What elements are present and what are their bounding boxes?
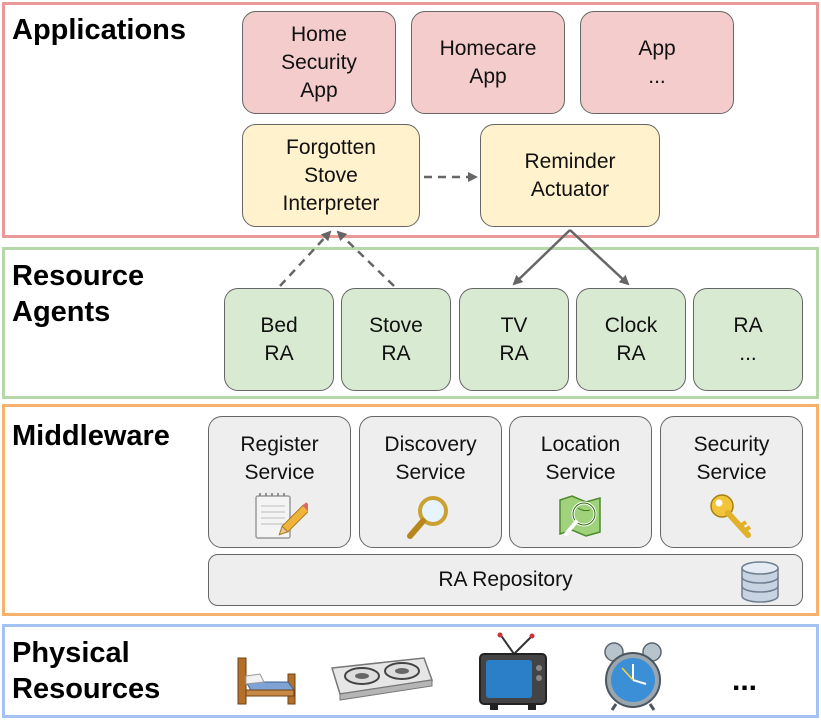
ra-more-box: RA ... (693, 288, 803, 391)
bed-ra-box: Bed RA (224, 288, 334, 391)
key-icon (710, 494, 752, 538)
bed-icon (237, 657, 296, 705)
applications-layer (2, 2, 819, 238)
ra-repository-box: RA Repository (208, 554, 803, 606)
middleware-title: Middleware (12, 420, 170, 452)
clock-ra-box: Clock RA (576, 288, 686, 391)
map-icon (559, 495, 601, 537)
middleware-layer (2, 404, 819, 616)
register-service-box: Register Service (208, 416, 351, 548)
physical-resources-layer (2, 624, 819, 718)
stove-ra-box: Stove RA (341, 288, 451, 391)
magnifier-icon (407, 496, 448, 539)
home-security-app-box: Home Security App (242, 11, 396, 114)
physical-resources-more: ... (732, 664, 758, 697)
tv-ra-box: TV RA (459, 288, 569, 391)
discovery-service-box: Discovery Service (359, 416, 502, 548)
alarm-clock-icon (604, 642, 662, 711)
resource-agents-layer (2, 247, 819, 399)
homecare-app-box: Homecare App (411, 11, 565, 114)
tv-icon (479, 632, 547, 710)
reminder-actuator-box: Reminder Actuator (480, 124, 660, 227)
security-service-box: Security Service (660, 416, 803, 548)
location-service-box: Location Service (509, 416, 652, 548)
applications-title: Applications (12, 14, 187, 46)
stove-icon (331, 657, 434, 701)
notepad-pencil-icon (255, 493, 308, 539)
database-icon (741, 561, 779, 603)
app-more-box: App ... (580, 11, 734, 114)
forgotten-stove-interpreter-box: Forgotten Stove Interpreter (242, 124, 420, 227)
resource-agents-title: Resource Agents (12, 260, 145, 328)
physical-resources-title: Physical Resources (12, 637, 161, 705)
